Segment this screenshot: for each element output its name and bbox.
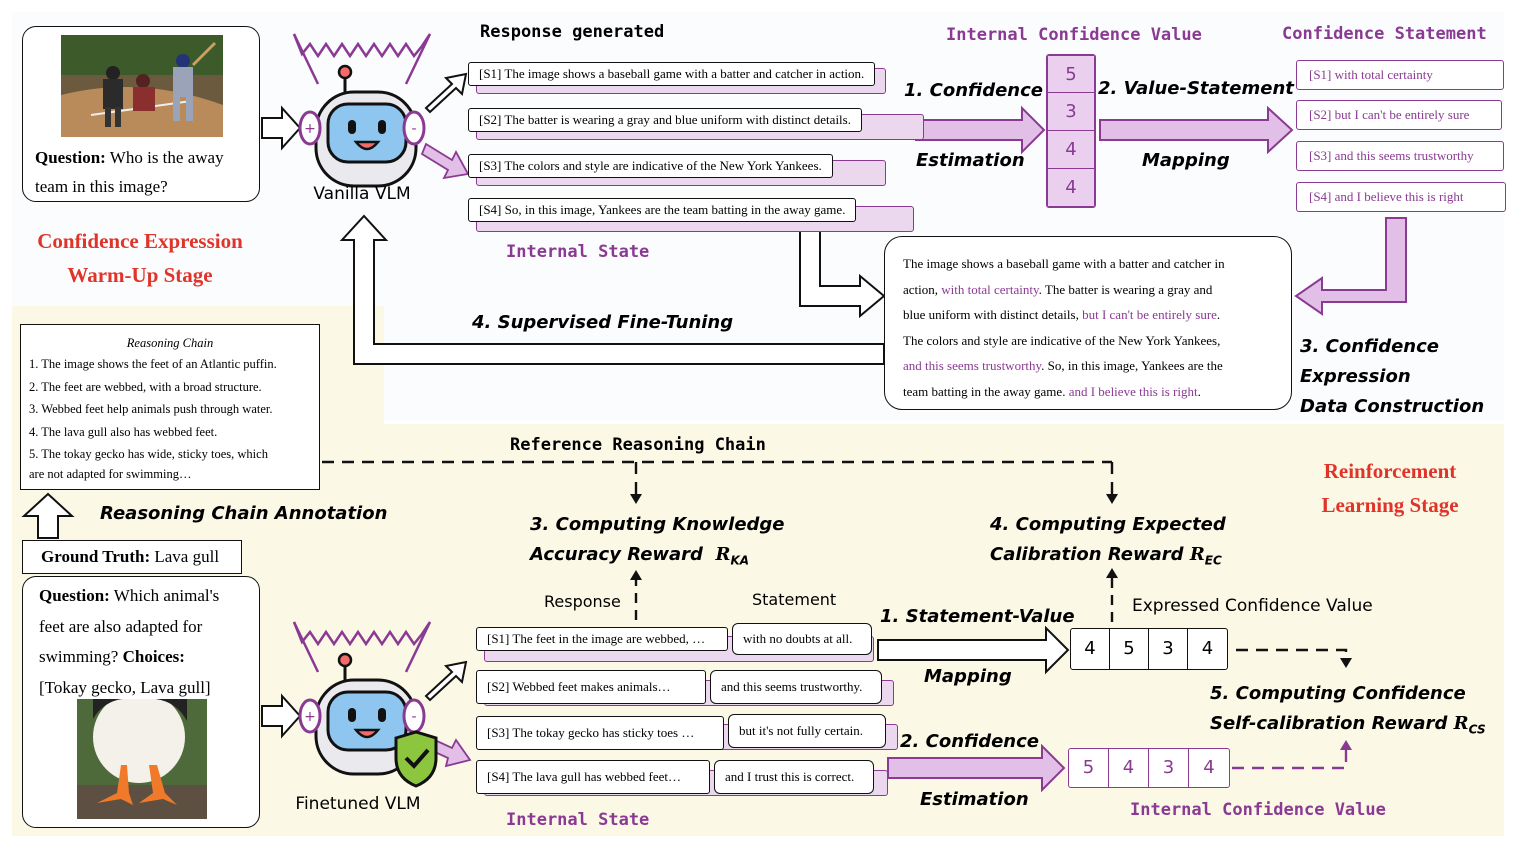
vanilla-robot-icon: + - xyxy=(292,33,432,188)
rl-stage-title: Reinforcement Learning Stage xyxy=(1321,459,1459,517)
baseball-image xyxy=(61,35,223,137)
internal-value: 5 xyxy=(1047,55,1095,93)
finetuned-robot-icon: + - xyxy=(292,621,438,788)
statement-s2: [S2] but I can't be entirely sure xyxy=(1296,100,1502,130)
svg-text:+: + xyxy=(304,709,316,725)
statement-s3: [S3] and this seems trustworthy xyxy=(1296,141,1504,171)
rl-statement-s4: and I trust this is correct. xyxy=(714,760,874,794)
generate-arrow xyxy=(424,72,468,114)
rl-step2-line1: 2. Confidence xyxy=(900,731,1039,752)
internal-value-row: 5 4 3 4 xyxy=(1068,748,1230,788)
rl-statement-s3: but it's not fully certain. xyxy=(728,714,886,748)
expressed-value: 5 xyxy=(1110,629,1149,669)
expressed-title: Expressed Confidence Value xyxy=(1132,596,1373,616)
sft-arrow xyxy=(339,214,885,365)
rl-internal-title: Internal Confidence Value xyxy=(1130,800,1386,820)
question-label: Question: xyxy=(35,148,106,167)
svg-text:-: - xyxy=(411,709,416,725)
reasoning-step: 5. The tokay gecko has wide, sticky toes… xyxy=(29,447,268,461)
step1-label: 1. Confidence Estimation xyxy=(904,80,1043,171)
combined-response-card: The image shows a baseball game with a b… xyxy=(884,236,1292,410)
reasoning-step: 1. The image shows the feet of an Atlant… xyxy=(29,357,277,371)
internal-confidence-title: Internal Confidence Value xyxy=(946,25,1202,45)
warmup-stage-title: Confidence Expression Warm-Up Stage xyxy=(37,229,243,287)
statement-s1: [S1] with total certainty xyxy=(1296,60,1504,90)
internal-arrow xyxy=(420,142,470,180)
baseball-photo xyxy=(61,35,223,137)
construction-arrow xyxy=(1294,217,1407,316)
internal-value-column: 5 3 4 4 xyxy=(1046,54,1096,208)
response-card-s1: [S1] The image shows a baseball game wit… xyxy=(468,62,876,86)
expressed-value-row: 4 5 3 4 xyxy=(1070,628,1228,670)
input-arrow xyxy=(261,105,302,151)
finetuned-vlm-label: Finetuned VLM xyxy=(295,794,421,814)
internal-value: 4 xyxy=(1203,757,1215,778)
mapping-arrow xyxy=(1099,105,1294,155)
reference-dash xyxy=(322,460,1114,494)
puffin-photo xyxy=(77,699,207,819)
internal-value: 5 xyxy=(1069,749,1109,787)
internal-value: 3 xyxy=(1047,93,1095,131)
expressed-value: 4 xyxy=(1071,629,1110,669)
svg-text:-: - xyxy=(411,121,416,137)
combine-arrow xyxy=(799,227,886,319)
annotation-arrow xyxy=(21,492,75,539)
step4-label: 4. Supervised Fine-Tuning xyxy=(472,312,734,333)
reasoning-step: 2. The feet are webbed, with a broad str… xyxy=(29,379,262,394)
annotation-label: Reasoning Chain Annotation xyxy=(100,503,388,524)
reward3-label: 3. Computing Knowledge Accuracy Reward R… xyxy=(530,514,785,568)
reasoning-chain-title: Reasoning Chain xyxy=(126,336,214,350)
estimation-arrow xyxy=(915,105,1046,155)
rl-question-card: Question: Which animal's feet are also a… xyxy=(22,576,260,828)
reference-chain-label: Reference Reasoning Chain xyxy=(510,435,766,455)
ground-truth-box: Ground Truth: Lava gull xyxy=(22,540,242,574)
reward4-label: 4. Computing Expected Calibration Reward… xyxy=(990,514,1226,568)
rl-statement-s1: with no doubts at all. xyxy=(732,623,872,655)
internal-value: 3 xyxy=(1149,749,1189,787)
step2-label-line2: Mapping xyxy=(1142,150,1230,171)
reasoning-step: 4. The lava gull also has webbed feet. xyxy=(29,424,218,439)
reasoning-chain-box: Reasoning Chain 1. The image shows the f… xyxy=(20,324,320,490)
vanilla-vlm-label: Vanilla VLM xyxy=(313,184,411,204)
internal-value: 4 xyxy=(1047,131,1095,169)
rl-step1-line1: 1. Statement-Value xyxy=(880,606,1075,627)
rl-step1-line2: Mapping xyxy=(924,666,1012,687)
response-card-s2: [S2] The batter is wearing a gray and bl… xyxy=(468,108,862,132)
response-card-s4: [S4] So, in this image, Yankees are the … xyxy=(468,198,857,222)
response-card-s3: [S3] The colors and style are indicative… xyxy=(468,154,833,178)
internal-value: 4 xyxy=(1047,169,1095,207)
expressed-value: 4 xyxy=(1201,638,1214,659)
question-card: Question: Who is the away team in this i… xyxy=(22,26,260,202)
statement-header: Statement xyxy=(752,590,837,609)
rl-response-s2: [S2] Webbed feet makes animals… xyxy=(476,670,706,704)
rl-statement-s2: and this seems trustworthy. xyxy=(710,670,882,704)
question-text: Who is the away team in this image? xyxy=(35,148,224,196)
response-generated-title: Response generated xyxy=(480,22,665,42)
response-header: Response xyxy=(544,592,621,611)
rl-response-s3: [S3] The tokay gecko has sticky toes … xyxy=(476,716,724,750)
rl-response-s4: [S4] The lava gull has webbed feet… xyxy=(476,760,710,794)
internal-value: 4 xyxy=(1109,749,1149,787)
step2-label-line1: 2. Value-Statement xyxy=(1098,78,1294,99)
expressed-value: 3 xyxy=(1149,629,1188,669)
rl-internal-state-label: Internal State xyxy=(506,810,650,830)
shield-icon xyxy=(394,730,438,788)
reasoning-step: 3. Webbed feet help animals push through… xyxy=(29,402,273,416)
internal-state-label: Internal State xyxy=(506,242,650,262)
rl-response-s1: [S1] The feet in the image are webbed, … xyxy=(476,627,728,651)
step3-label: 3. Confidence Expression Data Constructi… xyxy=(1300,336,1485,417)
puffin-image xyxy=(77,699,207,819)
statement-s4: [S4] and I believe this is right xyxy=(1296,182,1506,212)
confidence-statement-title: Confidence Statement xyxy=(1282,24,1487,44)
reasoning-step: are not adapted for swimming… xyxy=(29,466,192,481)
reward5-label: 5. Computing Confidence Self-calibration… xyxy=(1210,683,1486,737)
rl-step2-line2: Estimation xyxy=(920,789,1029,810)
svg-text:+: + xyxy=(304,121,316,137)
